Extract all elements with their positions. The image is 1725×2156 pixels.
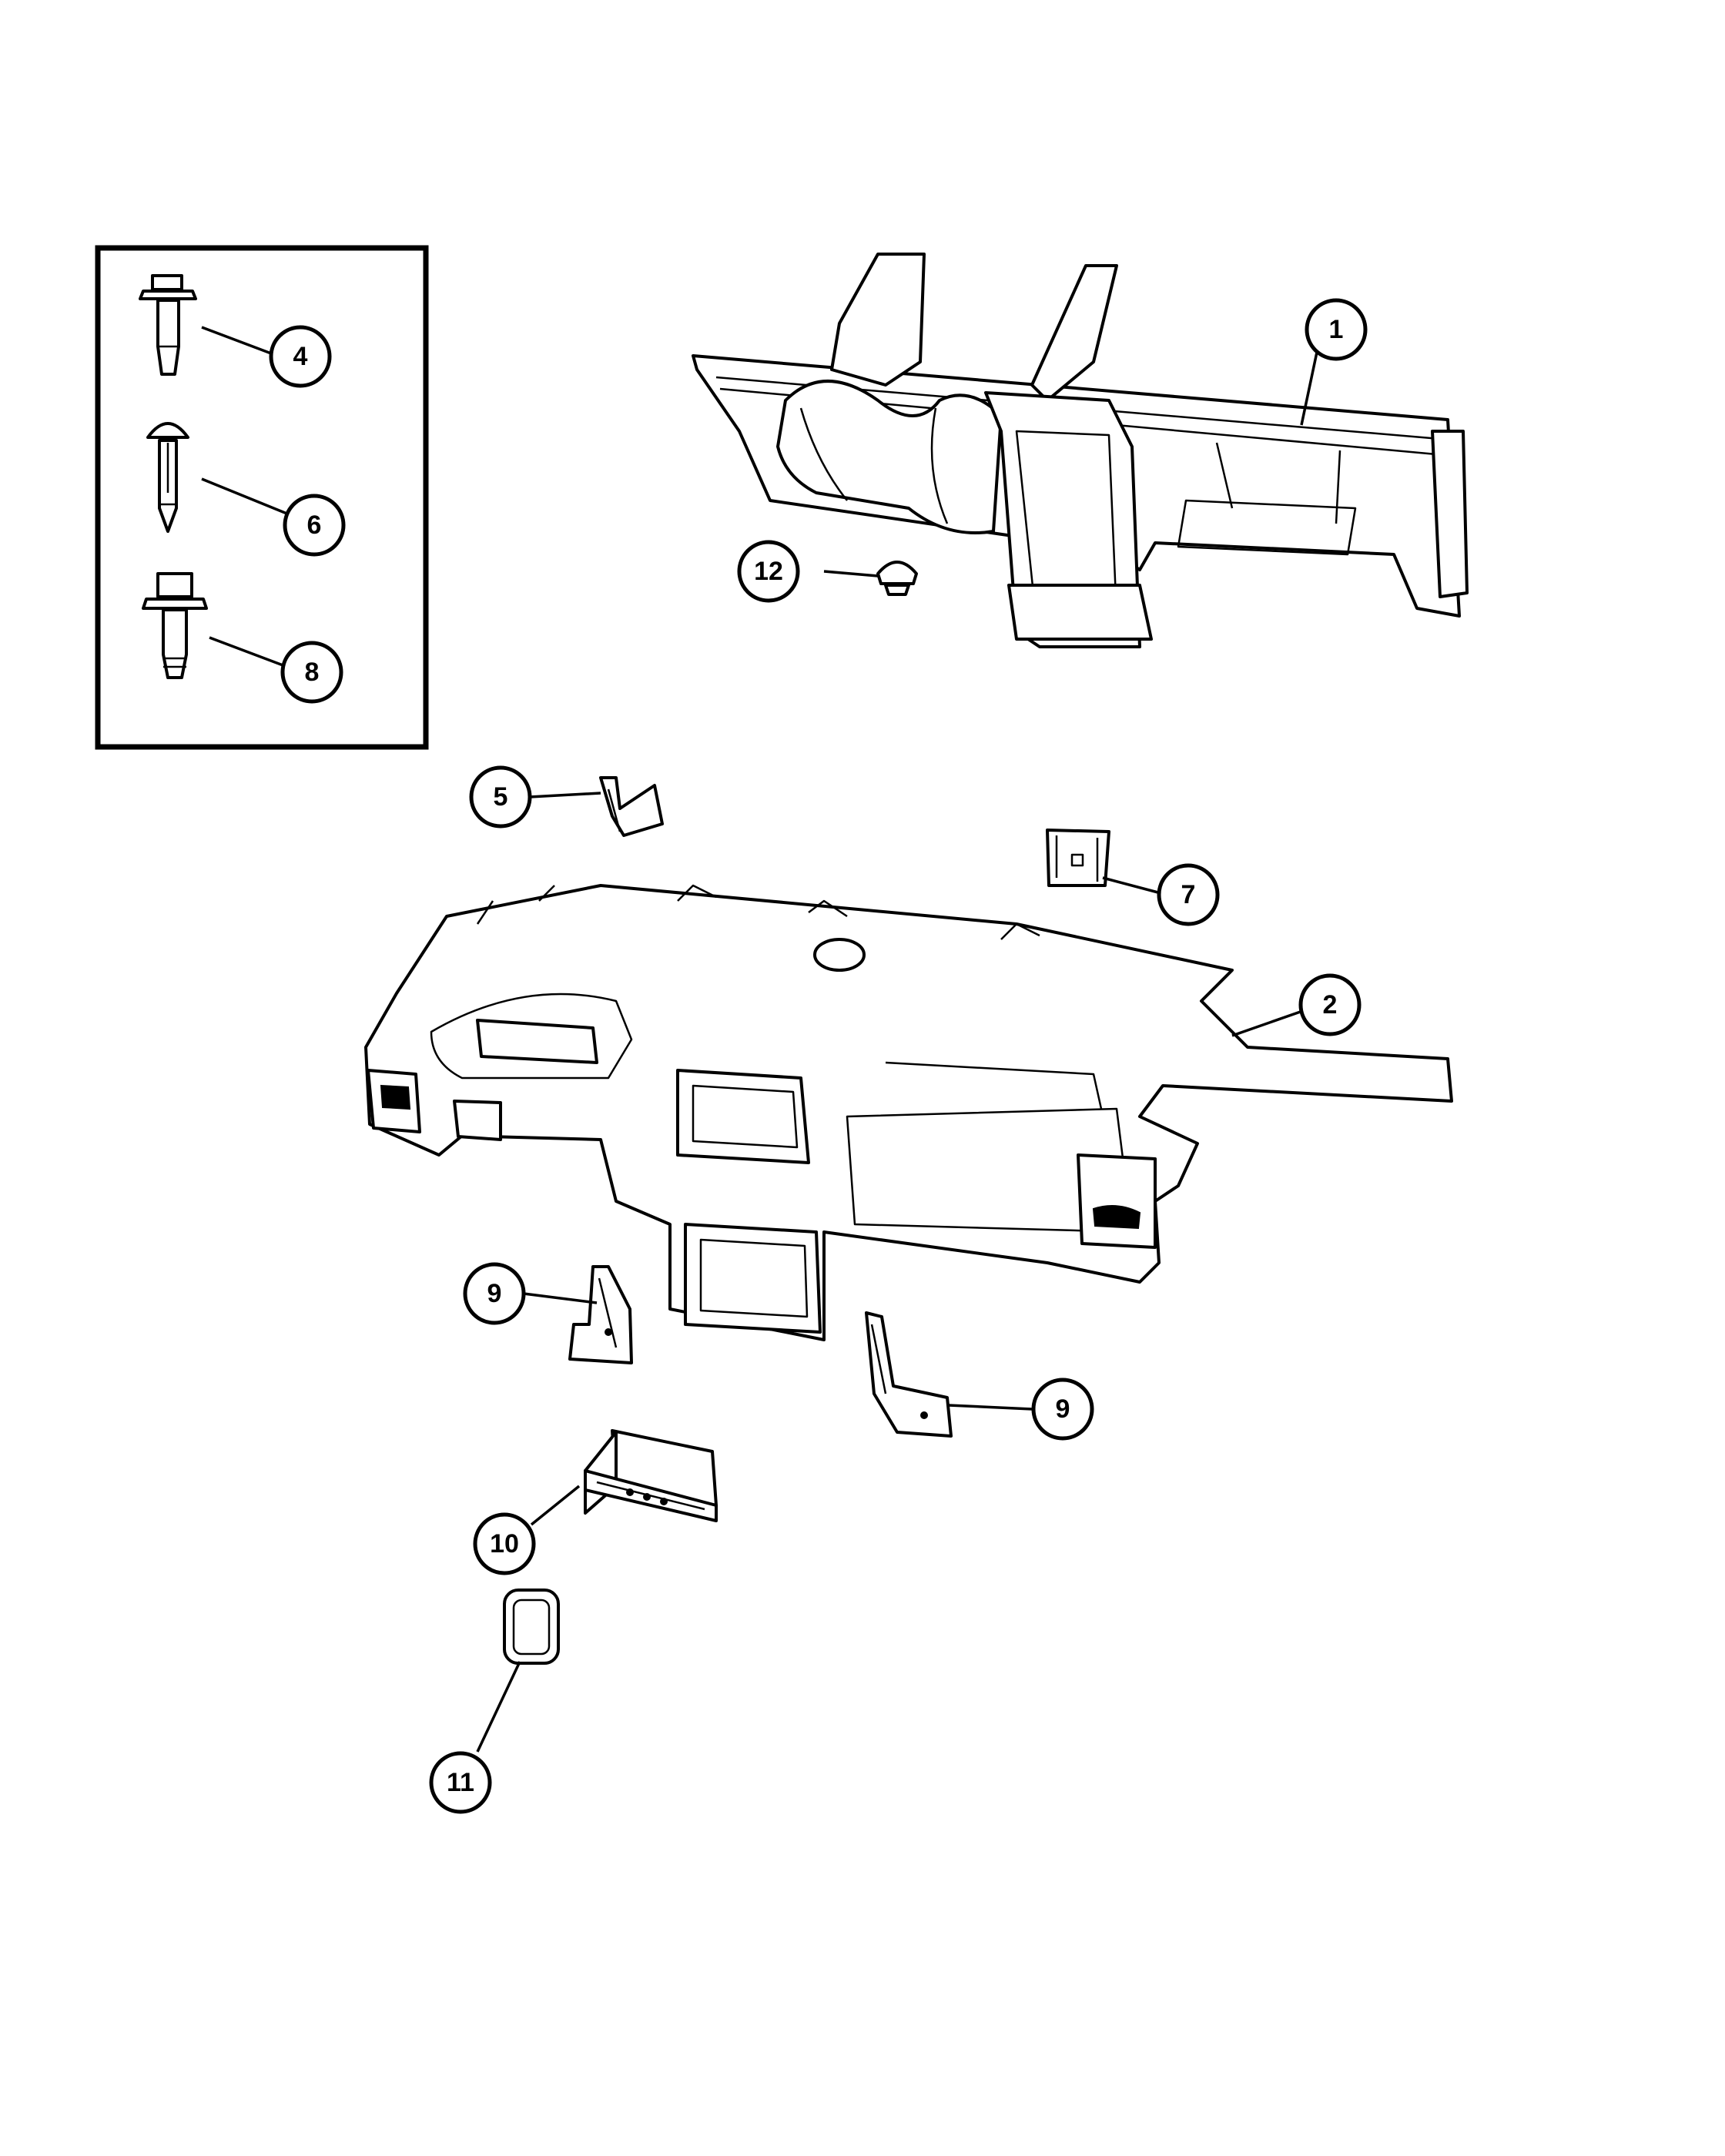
instrument-panel (364, 884, 1453, 1341)
callout-4-label: 4 (293, 342, 308, 371)
callout-6-label: 6 (307, 511, 322, 540)
storage-bin-10-icon (584, 1429, 718, 1522)
callout-2-label: 2 (1323, 990, 1338, 1019)
callout-2: 2 (1298, 973, 1362, 1036)
bezel-11-icon (503, 1589, 560, 1665)
plug-12-icon (876, 561, 918, 596)
bracket-7-icon (1046, 829, 1110, 887)
bracket-9a-icon (568, 1265, 633, 1364)
callout-12: 12 (737, 540, 800, 603)
bracket-5-icon (599, 776, 664, 837)
cross-car-beam (692, 253, 1469, 648)
callout-11-label: 11 (447, 1768, 474, 1797)
callout-12-label: 12 (754, 557, 783, 586)
callout-7-label: 7 (1181, 880, 1196, 909)
callout-11: 11 (429, 1751, 492, 1814)
fastener-inset (95, 245, 429, 750)
callout-7: 7 (1157, 863, 1220, 926)
callout-1: 1 (1305, 298, 1368, 361)
bolt-4-icon (139, 274, 197, 376)
callout-9b-label: 9 (1056, 1394, 1070, 1424)
callout-1-label: 1 (1329, 315, 1344, 344)
callout-9a-label: 9 (487, 1279, 502, 1308)
callout-8: 8 (280, 641, 343, 704)
callout-9a: 9 (463, 1262, 526, 1325)
callout-8-label: 8 (305, 658, 320, 687)
callout-5: 5 (469, 765, 532, 829)
callout-5-label: 5 (494, 782, 508, 812)
bracket-9b-icon (865, 1311, 953, 1438)
bolt-8-icon (142, 572, 208, 679)
callout-10: 10 (473, 1512, 536, 1575)
callout-6: 6 (283, 494, 346, 557)
callout-9b: 9 (1031, 1378, 1094, 1441)
callout-10-label: 10 (490, 1529, 519, 1558)
callout-4: 4 (269, 325, 332, 388)
push-pin-6-icon (146, 422, 189, 533)
